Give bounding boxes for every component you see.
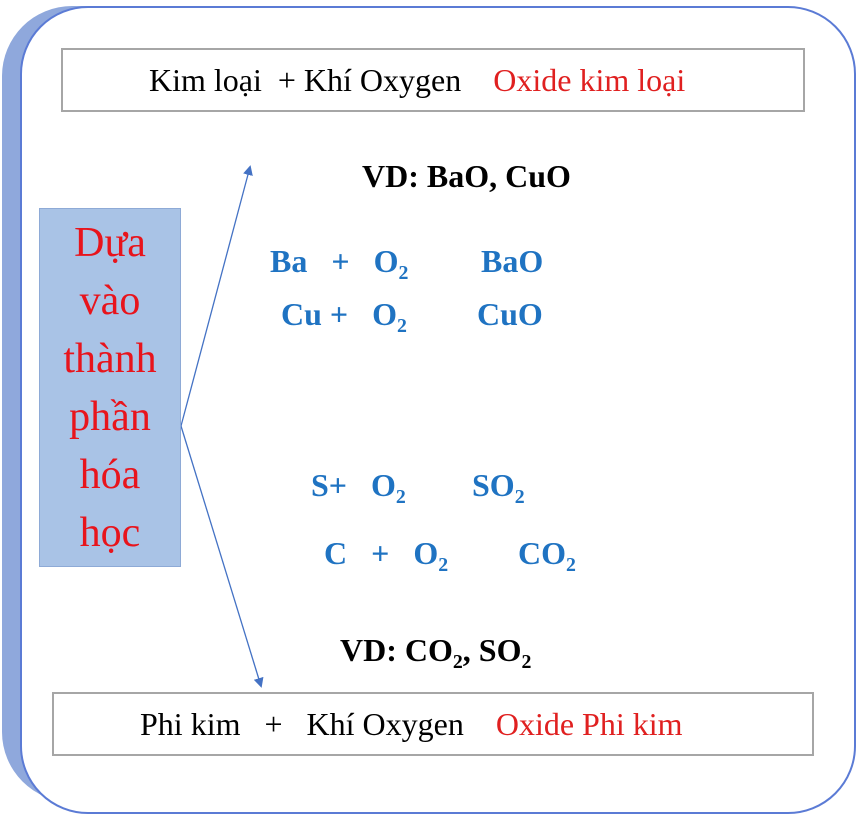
metal-rule-product: Oxide kim loại [493, 61, 686, 98]
equation-ba-product: BaO [481, 243, 544, 279]
equation-s-product: SO2 [472, 467, 525, 508]
nonmetal-rule-product: Oxide Phi kim [495, 705, 683, 742]
side-label-text: Dựa vào thành phần hóa học [63, 219, 157, 556]
nonmetal-example: VD: CO2, SO2 [340, 632, 532, 673]
classification-label: Dựa vào thành phần hóa học [39, 208, 181, 567]
nonmetal-oxide-rule: Phi kim + Khí Oxygen Oxide Phi kim [52, 692, 814, 756]
metal-example: VD: BaO, CuO [362, 158, 571, 194]
arrow-down [180, 425, 264, 688]
equation-c: C + O2 [324, 535, 449, 576]
equation-s: S+ O2 [311, 467, 406, 508]
arrow-up [180, 165, 253, 427]
metal-oxide-rule: Kim loại + Khí Oxygen Oxide kim loại [61, 48, 805, 112]
equation-cu-product: CuO [477, 296, 543, 332]
equation-c-product: CO2 [518, 535, 576, 576]
equation-ba: Ba + O2 [270, 243, 409, 284]
metal-rule-reactants: Kim loại + Khí Oxygen [149, 61, 462, 98]
equation-cu: Cu + O2 [281, 296, 407, 337]
nonmetal-rule-reactants: Phi kim + Khí Oxygen [140, 705, 464, 742]
